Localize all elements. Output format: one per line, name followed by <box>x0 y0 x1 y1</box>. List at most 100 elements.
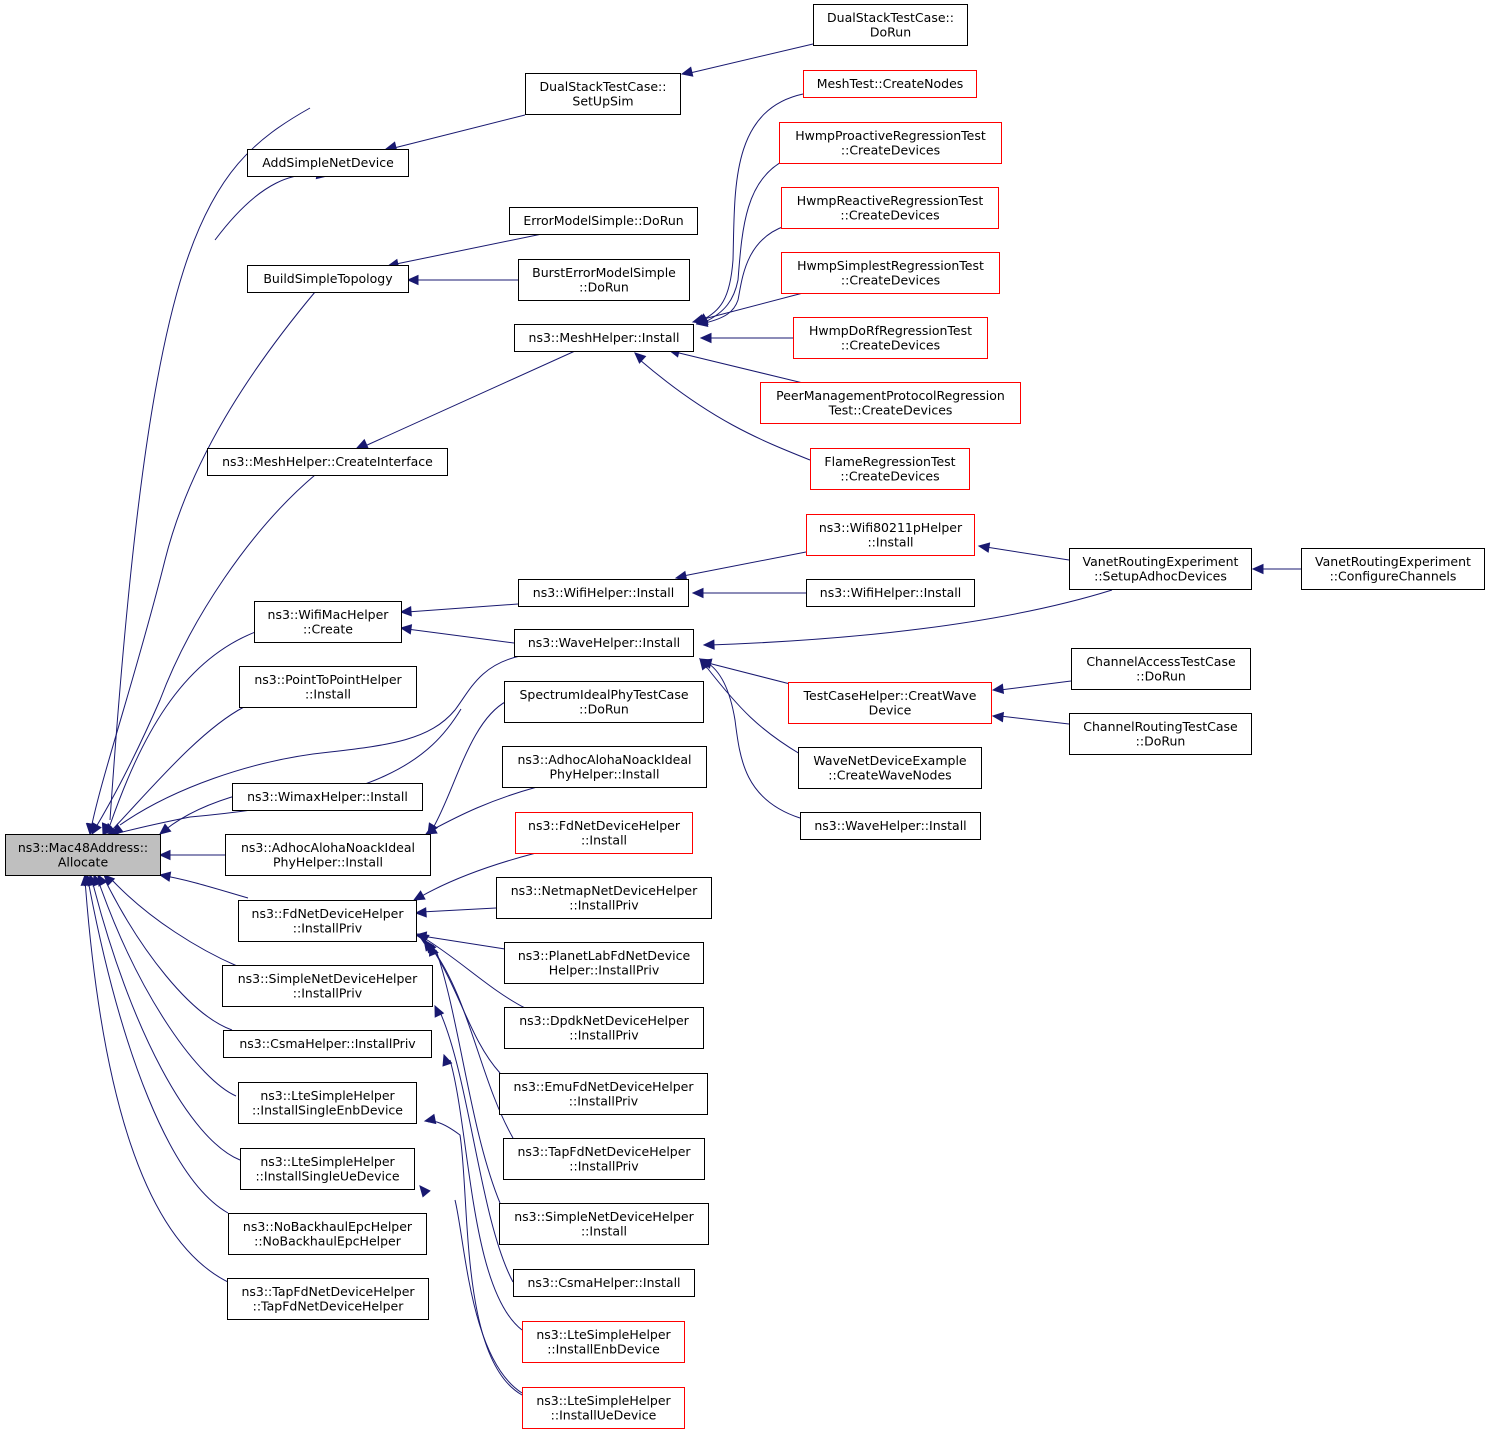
nodes-layer: ns3::Mac48Address::Allocate AddSimpleNetD… <box>5 4 1485 1429</box>
node-s1[interactable]: VanetRoutingExperiment::SetupAdhocDevice… <box>1069 548 1252 590</box>
node-n13[interactable]: ns3::NoBackhaulEpcHelper::NoBackhaulEpcH… <box>228 1213 427 1255</box>
node-root[interactable]: ns3::Mac48Address::Allocate <box>5 834 161 876</box>
node-label: ::Install <box>867 534 913 549</box>
arrowhead <box>419 1185 431 1198</box>
node-n8[interactable]: ns3::FdNetDeviceHelper::InstallPriv <box>238 900 417 942</box>
node-m5[interactable]: ns3::WifiHelper::Install <box>518 579 689 607</box>
node-n14[interactable]: ns3::TapFdNetDeviceHelper::TapFdNetDevic… <box>227 1278 429 1320</box>
node-label: ns3::Wifi80211pHelper <box>819 520 963 535</box>
node-m6[interactable]: ns3::WaveHelper::Install <box>514 629 694 657</box>
node-r12[interactable]: WaveNetDeviceExample::CreateWaveNodes <box>798 747 982 789</box>
call-edge <box>449 1059 523 1331</box>
call-edge <box>702 93 804 321</box>
node-label: ns3::EmuFdNetDeviceHelper <box>514 1079 695 1094</box>
node-n6[interactable]: ns3::WimaxHelper::Install <box>232 783 423 811</box>
call-edge <box>439 1011 514 1283</box>
call-edge <box>985 546 1070 561</box>
node-n4[interactable]: ns3::WifiMacHelper::Create <box>254 601 402 643</box>
node-m9[interactable]: ns3::FdNetDeviceHelper::Install <box>515 812 693 854</box>
node-label: ns3::FdNetDeviceHelper <box>252 906 405 921</box>
arrowhead <box>698 658 712 669</box>
node-m8[interactable]: ns3::AdhocAlohaNoackIdealPhyHelper::Inst… <box>502 746 707 788</box>
node-r2[interactable]: MeshTest::CreateNodes <box>803 70 977 98</box>
node-r9[interactable]: ns3::Wifi80211pHelper::Install <box>806 514 975 556</box>
node-r13[interactable]: ns3::WaveHelper::Install <box>800 812 981 840</box>
node-box <box>779 122 1002 164</box>
arrowhead <box>1251 563 1264 575</box>
node-label: ::InstallPriv <box>569 1093 639 1108</box>
node-box <box>806 514 975 556</box>
edges-layer <box>80 43 1301 1396</box>
node-r3[interactable]: HwmpProactiveRegressionTest::CreateDevic… <box>779 122 1002 164</box>
node-m15[interactable]: ns3::SimpleNetDeviceHelper::Install <box>499 1203 709 1245</box>
node-n5[interactable]: ns3::PointToPointHelper::Install <box>239 666 417 708</box>
call-edge <box>432 700 508 829</box>
node-m7[interactable]: SpectrumIdealPhyTestCase::DoRun <box>504 681 704 723</box>
node-label: ErrorModelSimple::DoRun <box>523 213 683 228</box>
node-r10[interactable]: ns3::WifiHelper::Install <box>806 579 975 607</box>
node-box <box>509 207 698 235</box>
node-label: ns3::WifiHelper::Install <box>533 585 674 600</box>
node-m13[interactable]: ns3::EmuFdNetDeviceHelper::InstallPriv <box>499 1073 708 1115</box>
node-m3[interactable]: BurstErrorModelSimple::DoRun <box>518 259 690 301</box>
node-m11[interactable]: ns3::PlanetLabFdNetDeviceHelper::Install… <box>504 942 704 984</box>
arrowhead <box>423 1113 437 1125</box>
node-label: ns3::Mac48Address:: <box>18 840 148 855</box>
node-s3[interactable]: ChannelRoutingTestCase::DoRun <box>1069 713 1252 755</box>
node-m10[interactable]: ns3::NetmapNetDeviceHelper::InstallPriv <box>496 877 712 919</box>
node-m18[interactable]: ns3::LteSimpleHelper::InstallUeDevice <box>522 1387 685 1429</box>
node-label: Allocate <box>58 854 109 869</box>
node-box <box>502 746 707 788</box>
node-r1[interactable]: DualStackTestCase::DoRun <box>813 4 968 46</box>
node-m4[interactable]: ns3::MeshHelper::Install <box>514 324 694 352</box>
node-r6[interactable]: HwmpDoRfRegressionTest::CreateDevices <box>793 317 988 359</box>
node-r4[interactable]: HwmpReactiveRegressionTest::CreateDevice… <box>781 187 999 229</box>
node-label: ns3::WimaxHelper::Install <box>247 789 408 804</box>
node-n2[interactable]: BuildSimpleTopology <box>247 265 409 293</box>
node-box <box>5 834 161 876</box>
node-n12[interactable]: ns3::LteSimpleHelper::InstallSingleUeDev… <box>240 1148 415 1190</box>
node-box <box>239 666 417 708</box>
node-n10[interactable]: ns3::CsmaHelper::InstallPriv <box>223 1030 432 1058</box>
call-edge <box>111 706 245 831</box>
node-m14[interactable]: ns3::TapFdNetDeviceHelper::InstallPriv <box>503 1138 705 1180</box>
node-box <box>514 629 694 657</box>
node-n9[interactable]: ns3::SimpleNetDeviceHelper::InstallPriv <box>222 965 433 1007</box>
node-box <box>247 149 409 177</box>
call-edge <box>89 291 316 835</box>
arrowhead <box>442 1053 453 1067</box>
arrowhead <box>111 823 124 835</box>
node-box <box>496 877 712 919</box>
node-r8[interactable]: FlameRegressionTest::CreateDevices <box>810 448 970 490</box>
node-s2[interactable]: ChannelAccessTestCase::DoRun <box>1071 648 1251 690</box>
node-m12[interactable]: ns3::DpdkNetDeviceHelper::InstallPriv <box>504 1007 704 1049</box>
call-edge <box>421 935 506 950</box>
node-r5[interactable]: HwmpSimplestRegressionTest::CreateDevice… <box>781 252 1000 294</box>
node-label: ChannelAccessTestCase <box>1086 654 1236 669</box>
arrowhead <box>414 907 427 918</box>
node-m2[interactable]: ErrorModelSimple::DoRun <box>509 207 698 235</box>
node-m17[interactable]: ns3::LteSimpleHelper::InstallEnbDevice <box>522 1321 685 1363</box>
node-label: ::SetupAdhocDevices <box>1094 568 1227 583</box>
node-n7[interactable]: ns3::AdhocAlohaNoackIdealPhyHelper::Inst… <box>225 834 431 876</box>
arrowhead <box>159 823 172 835</box>
node-label: ::NoBackhaulEpcHelper <box>254 1233 402 1248</box>
node-box <box>1071 648 1251 690</box>
node-box <box>504 681 704 723</box>
node-label: ns3::PointToPointHelper <box>254 672 402 687</box>
node-label: HwmpDoRfRegressionTest <box>809 323 972 338</box>
call-edge <box>431 786 538 831</box>
node-label: ns3::LteSimpleHelper <box>260 1154 395 1169</box>
node-label: ns3::WifiHelper::Install <box>820 585 961 600</box>
node-n11[interactable]: ns3::LteSimpleHelper::InstallSingleEnbDe… <box>238 1082 417 1124</box>
node-n1[interactable]: AddSimpleNetDevice <box>247 149 409 177</box>
node-label: ::Install <box>581 832 627 847</box>
node-label: ns3::MeshHelper::Install <box>529 330 680 345</box>
node-n3[interactable]: ns3::MeshHelper::CreateInterface <box>207 448 448 476</box>
node-m1[interactable]: DualStackTestCase::SetUpSim <box>525 73 681 115</box>
node-r7[interactable]: PeerManagementProtocolRegressionTest::Cr… <box>760 382 1021 424</box>
node-m16[interactable]: ns3::CsmaHelper::Install <box>513 1269 695 1297</box>
node-t1[interactable]: VanetRoutingExperiment::ConfigureChannel… <box>1301 548 1485 590</box>
node-box <box>238 1082 417 1124</box>
